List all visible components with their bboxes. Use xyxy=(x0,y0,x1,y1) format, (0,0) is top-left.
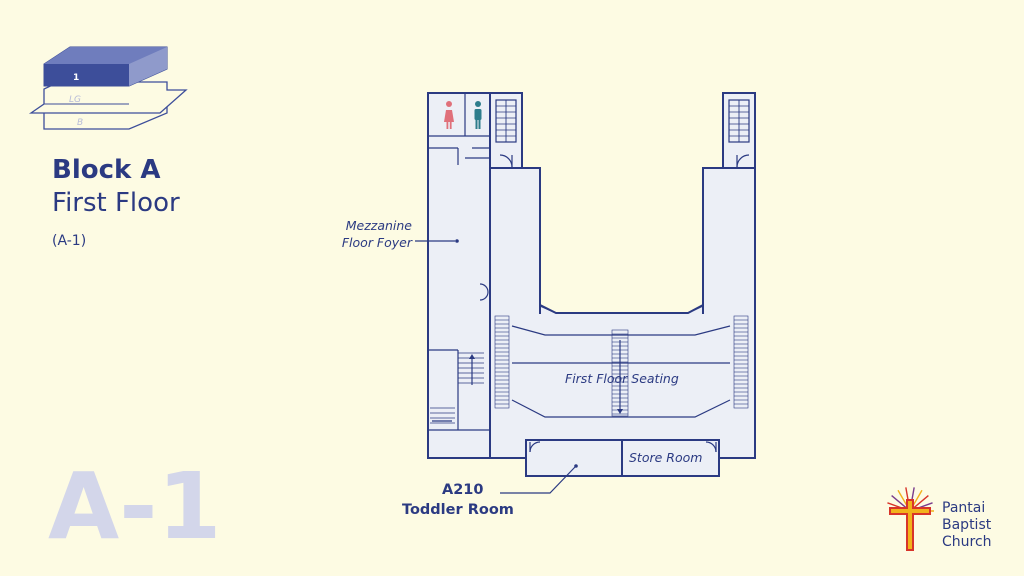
foyer-label-line1: Mezzanine xyxy=(346,218,413,233)
store-room-label: Store Room xyxy=(629,450,702,465)
foyer-label-line2: Floor Foyer xyxy=(342,235,413,250)
left-wing-stairs xyxy=(428,349,490,431)
store-room-door[interactable] xyxy=(705,441,717,453)
floor-plan: Mezzanine Floor Foyer First Floor Seatin… xyxy=(342,92,756,518)
floor-level-b-label: B xyxy=(77,118,83,128)
logo-line3: Church xyxy=(942,534,992,550)
female-restroom-icon xyxy=(444,101,454,129)
toddler-pointer-dot xyxy=(574,464,578,468)
logo-line2: Baptist xyxy=(942,517,992,533)
toddler-room-code: A210 xyxy=(442,482,484,498)
toddler-pointer-line xyxy=(500,466,576,494)
floor-watermark: A-1 xyxy=(48,453,221,560)
seating-tiers xyxy=(511,325,731,418)
floor-level-1-active[interactable]: 1 xyxy=(43,46,168,87)
aisle-stairs xyxy=(494,315,749,417)
male-restroom-icon xyxy=(474,101,482,129)
foyer-side-door[interactable] xyxy=(479,283,489,301)
church-logo: Pantai Baptist Church xyxy=(887,487,992,551)
left-arm xyxy=(489,167,541,314)
block-title: Block A xyxy=(52,155,160,185)
left-tower-stairs xyxy=(495,99,517,168)
floor-level-lg-label: LG xyxy=(69,95,81,105)
floor-code: (A-1) xyxy=(52,233,86,249)
toddler-room-door[interactable] xyxy=(529,441,541,453)
toddler-room[interactable] xyxy=(525,439,623,477)
store-room[interactable] xyxy=(621,439,720,477)
floor-level-1-label: 1 xyxy=(73,73,79,83)
right-arm xyxy=(702,167,756,314)
floor-title: First Floor xyxy=(52,188,180,218)
cross-icon xyxy=(887,487,934,551)
logo-line1: Pantai xyxy=(942,500,985,516)
floor-indicator: B LG 1 xyxy=(28,46,188,130)
floor-level-lg[interactable]: LG xyxy=(28,81,188,114)
restroom-block xyxy=(428,93,490,165)
seating-label: First Floor Seating xyxy=(565,371,679,386)
right-tower-stairs xyxy=(728,99,750,168)
toddler-room-name: Toddler Room xyxy=(402,502,514,518)
foyer-pointer-dot xyxy=(455,239,459,243)
mezzanine-foyer-area[interactable] xyxy=(427,92,491,459)
